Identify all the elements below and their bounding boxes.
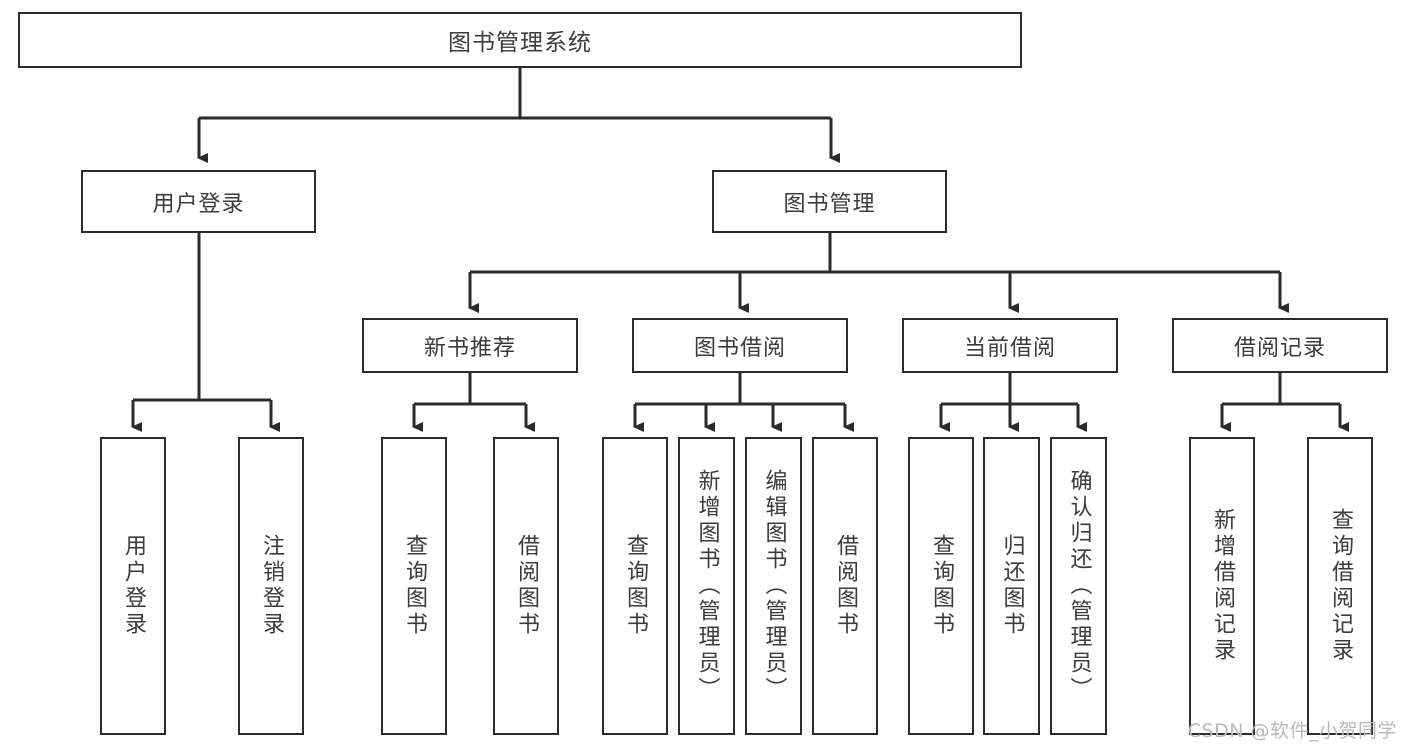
leaf-borrow-borrow-book[interactable]: 借阅图书 bbox=[812, 437, 878, 735]
leaf-borrow-edit-book-admin[interactable]: 编辑图书（管理员） bbox=[745, 437, 802, 735]
node-book-borrow[interactable]: 图书借阅 bbox=[632, 318, 848, 373]
leaf-user-logout[interactable]: 注销登录 bbox=[238, 437, 304, 735]
node-book-management[interactable]: 图书管理 bbox=[712, 170, 947, 233]
node-root-system[interactable]: 图书管理系统 bbox=[18, 12, 1022, 68]
leaf-current-return-book[interactable]: 归还图书 bbox=[983, 437, 1040, 735]
csdn-watermark: CSDN @软件_小贺同学 bbox=[1187, 720, 1397, 742]
leaf-user-login[interactable]: 用户登录 bbox=[100, 437, 166, 735]
leaf-record-query-record[interactable]: 查询借阅记录 bbox=[1307, 437, 1373, 735]
node-current-borrow[interactable]: 当前借阅 bbox=[902, 318, 1118, 373]
leaf-borrow-query-book[interactable]: 查询图书 bbox=[602, 437, 668, 735]
leaf-record-add-record[interactable]: 新增借阅记录 bbox=[1189, 437, 1255, 735]
leaf-current-confirm-return-admin[interactable]: 确认归还（管理员） bbox=[1050, 437, 1107, 735]
node-borrow-record[interactable]: 借阅记录 bbox=[1172, 318, 1388, 373]
node-user-login[interactable]: 用户登录 bbox=[81, 170, 316, 233]
leaf-current-query-book[interactable]: 查询图书 bbox=[908, 437, 974, 735]
leaf-recommend-borrow-book[interactable]: 借阅图书 bbox=[493, 437, 559, 735]
node-new-book-recommend[interactable]: 新书推荐 bbox=[362, 318, 578, 373]
leaf-recommend-query-book[interactable]: 查询图书 bbox=[381, 437, 447, 735]
leaf-borrow-add-book-admin[interactable]: 新增图书（管理员） bbox=[678, 437, 735, 735]
